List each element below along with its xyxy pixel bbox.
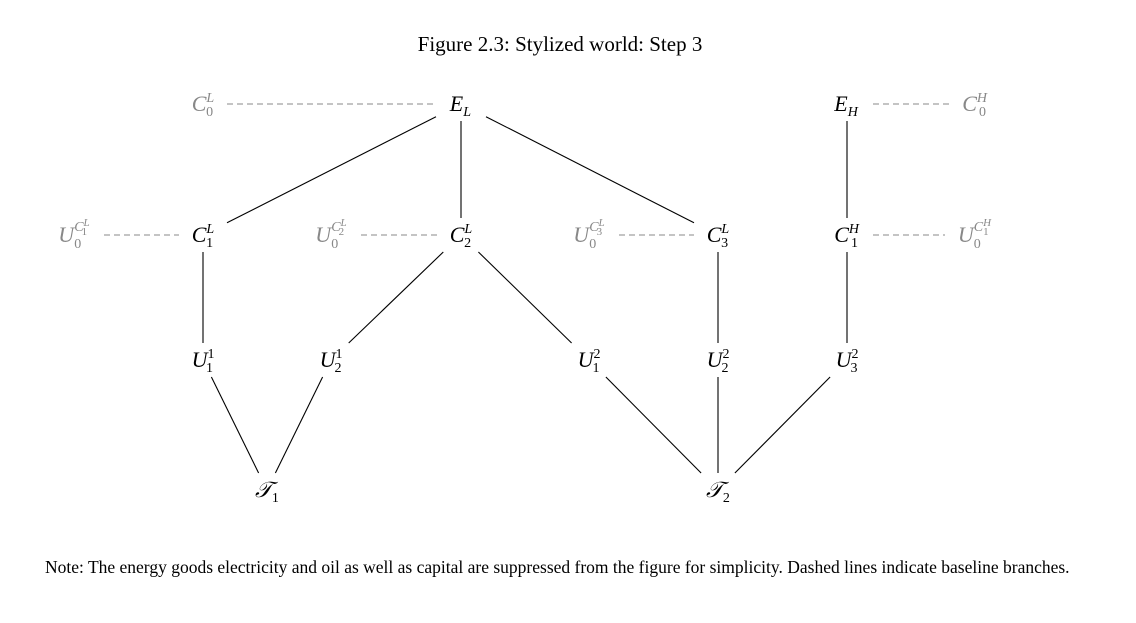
node-T2: 𝒯2 (706, 477, 730, 506)
edge-layer (104, 103, 949, 474)
edge-U11-T1 (210, 376, 260, 474)
edge-U23-T2 (734, 376, 831, 474)
node-label-T1: 𝒯1 (255, 477, 279, 506)
node-label-EH: EH (833, 91, 858, 120)
node-label-EL: EL (449, 91, 471, 120)
node-label-T2: 𝒯2 (706, 477, 730, 506)
edge-EL-C3L (485, 116, 695, 224)
edge-U12-T1 (274, 376, 324, 474)
edge-C2L-U12 (348, 251, 444, 344)
edge-EL-C1L (226, 116, 437, 224)
node-EL: EL (449, 91, 471, 120)
figure-note: Note: The energy goods electricity and o… (45, 557, 1070, 577)
edge-U21-T2 (605, 376, 702, 474)
edge-C2L-U21 (478, 251, 572, 344)
node-EH: EH (833, 91, 858, 120)
node-T1: 𝒯1 (255, 477, 279, 506)
figure-title: Figure 2.3: Stylized world: Step 3 (417, 32, 703, 56)
